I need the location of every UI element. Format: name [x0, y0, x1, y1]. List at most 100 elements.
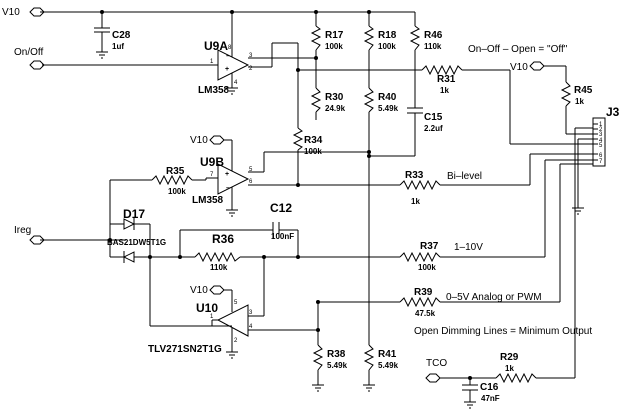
u9a-pin-2: 2	[249, 66, 253, 72]
j3-ref: J3	[606, 105, 620, 119]
c15-capacitor	[407, 107, 423, 116]
r33-value: 1k	[411, 197, 420, 206]
u10-pin-2: 2	[234, 338, 238, 344]
junction-dots	[100, 10, 472, 380]
r31-ref: R31	[437, 74, 456, 85]
note-1-10v: 1–10V	[454, 242, 483, 253]
r36-resistor	[194, 251, 241, 263]
note-open-dimming: Open Dimming Lines = Minimum Output	[414, 326, 592, 337]
c12-value: 100nF	[271, 232, 294, 241]
j3-pin-1: 1	[599, 122, 603, 128]
r41-resistor	[363, 344, 375, 371]
c16-ref: C16	[480, 382, 499, 393]
r38-value: 5.49k	[327, 361, 348, 370]
u9b-opamp-symbol: + –	[217, 160, 250, 200]
diode-icon	[123, 218, 140, 230]
svg-text:+: +	[225, 171, 229, 178]
net-v10-top: V10	[2, 7, 20, 18]
r39-ref: R39	[414, 287, 433, 298]
net-tco: TCO	[426, 358, 447, 369]
ground-icon	[96, 51, 108, 59]
u9a-ref: U9A	[204, 39, 228, 53]
r39-resistor	[399, 296, 441, 308]
v10-top-flag	[29, 7, 45, 17]
u10-opamp-symbol	[211, 304, 249, 337]
c12-capacitor	[272, 222, 280, 238]
note-analog-pwm: 0–5V Analog or PWM	[446, 292, 542, 303]
r29-ref: R29	[500, 352, 519, 363]
j3-pin-7: 7	[599, 159, 603, 165]
pin-numbers: 1 3 2 8 4 7 5 6 1 3 4 5 2	[210, 45, 253, 344]
r41-ref: R41	[378, 349, 397, 360]
u9a-pin-3: 3	[249, 53, 253, 59]
u9b-pin-6: 6	[249, 179, 253, 185]
v10-u10-flag	[209, 285, 225, 295]
r18-ref: R18	[378, 30, 397, 41]
net-v10-r45: V10	[510, 62, 528, 73]
u9a-pin-4: 4	[234, 80, 238, 86]
u9b-pin-5: 5	[249, 167, 253, 173]
r30-ref: R30	[325, 92, 344, 103]
ground-icon	[226, 80, 238, 95]
r34-value: 100k	[304, 147, 322, 156]
u10-pin-5: 5	[234, 300, 238, 306]
u9b-pin-7: 7	[210, 172, 214, 178]
r31-value: 1k	[440, 86, 449, 95]
r29-resistor	[495, 372, 537, 384]
net-v10-u9b: V10	[190, 135, 208, 146]
d17-diodes	[122, 218, 140, 263]
d17-ref: D17	[123, 207, 145, 221]
u10-pin-1: 1	[210, 314, 214, 320]
net-on-off: On/Off	[14, 47, 43, 58]
ireg-flag	[29, 235, 45, 245]
u9a-pin-1: 1	[210, 59, 214, 65]
r17-resistor	[310, 25, 322, 51]
c16-value: 47nF	[481, 394, 500, 403]
net-v10-u10: V10	[190, 285, 208, 296]
r45-resistor	[560, 81, 572, 107]
r31-resistor	[421, 64, 463, 76]
r36-ref: R36	[212, 232, 234, 246]
ground-symbols	[96, 51, 584, 409]
r37-value: 100k	[418, 263, 436, 272]
svg-text:+: +	[225, 66, 229, 73]
j3-connector: 1 2 3 4 5 6 7	[592, 117, 606, 167]
u10-ref: U10	[196, 301, 218, 315]
c15-value: 2.2uf	[424, 124, 443, 133]
resistors	[151, 25, 572, 384]
r30-value: 24.9k	[325, 104, 346, 113]
capacitors	[94, 27, 478, 392]
u10-pin-3: 3	[249, 310, 253, 316]
v10-u9b-flag	[209, 135, 225, 145]
r29-value: 1k	[505, 364, 514, 373]
net-ireg: Ireg	[14, 225, 31, 236]
c28-value: 1uf	[112, 42, 124, 51]
r38-ref: R38	[327, 349, 346, 360]
r40-resistor	[363, 87, 375, 113]
j3-pin-5: 5	[599, 143, 603, 149]
labels: V10 On/Off Ireg V10 V10 V10 TCO C28 1uf …	[2, 7, 620, 403]
d17-part: BAS21DW5T1G	[107, 238, 166, 247]
r30-resistor	[310, 87, 322, 113]
r35-resistor	[151, 174, 193, 186]
u9a-opamp-symbol: – +	[217, 49, 250, 81]
c12-ref: C12	[270, 201, 292, 215]
diode-icon	[122, 251, 140, 263]
r18-resistor	[363, 25, 375, 51]
r46-value: 110k	[424, 42, 442, 51]
r38-resistor	[312, 344, 324, 371]
r17-value: 100k	[325, 42, 343, 51]
r35-value: 100k	[168, 187, 186, 196]
r46-resistor	[409, 25, 421, 51]
ground-icon	[363, 384, 375, 392]
r41-value: 5.49k	[378, 361, 399, 370]
wires	[40, 11, 593, 402]
r40-value: 5.49k	[378, 104, 399, 113]
svg-text:–: –	[226, 53, 230, 60]
ground-icon	[572, 207, 584, 215]
c15-ref: C15	[424, 112, 443, 123]
svg-text:–: –	[226, 185, 230, 192]
r34-ref: R34	[304, 135, 323, 146]
c28-capacitor	[94, 27, 110, 36]
